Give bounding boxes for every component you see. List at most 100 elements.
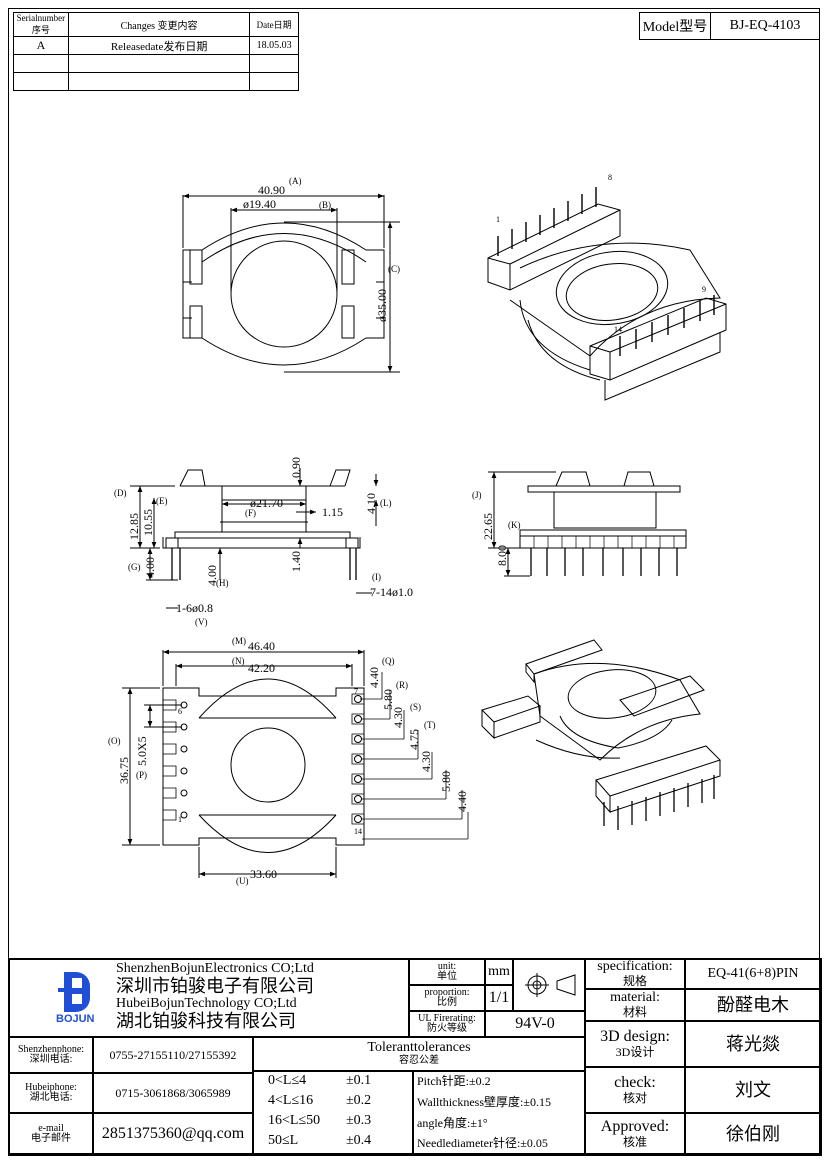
- spec-value: EQ-41(6+8)PIN: [685, 959, 821, 989]
- unit-cn: 单位: [437, 971, 457, 982]
- dim-4-40-q: 4.40: [367, 667, 381, 688]
- title-block: BOJUN ShenzhenBojunElectronics CO;Ltd 深圳…: [8, 958, 822, 1156]
- dim-42-20: 42.20: [248, 661, 275, 675]
- dim-40-90: 40.90: [258, 183, 285, 197]
- technical-drawing: (A) 40.90 ø19.40 (B) (C) ø35.00 1 8: [108, 173, 727, 886]
- email-cn: 电子邮件: [31, 1133, 71, 1144]
- company-cn-2: 湖北铂骏科技有限公司: [116, 1011, 296, 1031]
- dim-4-30-b: 4.30: [419, 751, 433, 772]
- model-label: Model型号: [640, 13, 711, 39]
- dim-8-00: 8.00: [495, 545, 509, 566]
- tol-en: Toleranttolerances: [367, 1040, 471, 1056]
- check-en: check:: [614, 1074, 656, 1092]
- tol-value: ±0.2: [346, 1093, 372, 1108]
- model-value: BJ-EQ-4103: [729, 18, 801, 33]
- side-view: [130, 468, 379, 609]
- tag-v: (V): [195, 617, 208, 627]
- dim-4-75-t: 4.75: [407, 729, 421, 750]
- tag-b: (B): [319, 200, 331, 210]
- mat-cn: 材料: [622, 1005, 647, 1020]
- hb-phone-cn: 湖北电话:: [29, 1092, 73, 1103]
- iso-pin-1: 1: [496, 215, 500, 224]
- note-needle: Needlediameter针径:±0.05: [417, 1136, 548, 1150]
- prop-en: proportion:: [424, 986, 470, 998]
- tol-value: ±0.1: [346, 1073, 372, 1088]
- ul-value: 94V-0: [485, 1011, 585, 1037]
- sz-phone-value: 0755-27155110/27155392: [93, 1037, 253, 1073]
- appr-cn: 核准: [622, 1135, 647, 1150]
- prop-label-cell: proportion: 比例: [409, 985, 485, 1011]
- tol-value: ±0.4: [346, 1133, 372, 1148]
- bottom-view: [122, 649, 469, 878]
- pin-spec-i: 7-14ø1.0: [370, 585, 413, 599]
- tag-t: (T): [424, 720, 436, 730]
- sz-phone-en: Shenzhenphone:: [17, 1043, 85, 1055]
- tol-cn: 容忍公差: [399, 1055, 439, 1067]
- appr-value: 徐伯刚: [685, 1113, 821, 1155]
- unit-label-cell: unit: 单位: [409, 959, 485, 985]
- rev-change: [67, 72, 251, 91]
- company-cn-1: 深圳市铂骏电子有限公司: [116, 976, 314, 996]
- dim-10-55: 10.55: [141, 509, 155, 536]
- dim-46-40: 46.40: [248, 639, 275, 653]
- tag-s: (S): [410, 702, 421, 712]
- pin-6-label: 6: [178, 707, 182, 716]
- rev-header-changes: Changes 变更内容: [67, 12, 251, 37]
- dim-4-40-b: 4.40: [455, 791, 469, 812]
- tolerance-header: Toleranttolerances 容忍公差: [253, 1037, 585, 1071]
- dim-21-70: ø21.70: [250, 496, 283, 510]
- tol-range: 4<L≤16: [268, 1093, 314, 1108]
- tag-d: (D): [114, 488, 127, 498]
- company-cell: BOJUN ShenzhenBojunElectronics CO;Ltd 深圳…: [9, 959, 409, 1037]
- dim-36-75: 36.75: [117, 757, 131, 784]
- pin-14-label: 14: [354, 827, 362, 836]
- note-pitch: Pitch针距:±0.2: [417, 1074, 491, 1088]
- tag-c: (C): [388, 264, 400, 274]
- dim-19-40: ø19.40: [243, 197, 276, 211]
- pin-spec-v: 1-6ø0.8: [176, 601, 213, 615]
- mat-label-cell: material: 材料: [585, 989, 685, 1021]
- appr-label-cell: Approved: 核准: [585, 1113, 685, 1155]
- dim-5-80-b: 5.80: [439, 771, 453, 792]
- tag-n: (N): [232, 656, 245, 666]
- drawing-frame: [8, 8, 820, 1154]
- rev-header-date: Date日期: [249, 12, 299, 37]
- unit-value: mm: [485, 959, 513, 985]
- prop-value: 1/1: [485, 985, 513, 1011]
- bojun-logo: BOJUN: [56, 970, 102, 1026]
- tag-m: (M): [232, 636, 246, 646]
- pin-1-label: 1: [178, 815, 182, 824]
- email-value: 2851375360@qq.com: [93, 1113, 253, 1155]
- dim-4-10: 4.10: [364, 493, 378, 514]
- note-angle: angle角度:±1°: [417, 1116, 488, 1130]
- spec-label-cell: specification: 规格: [585, 959, 685, 989]
- check-label-cell: check: 核对: [585, 1067, 685, 1113]
- dim-0-90: 0.90: [289, 457, 303, 478]
- unit-en: unit:: [437, 960, 457, 972]
- model-box: Model型号 BJ-EQ-4103: [639, 12, 820, 40]
- tolerance-table: 0<L≤4 ±0.1 4<L≤16 ±0.2 16<L≤50 ±0.3 50≤L…: [253, 1071, 413, 1155]
- design-cn: 3D设计: [615, 1045, 655, 1060]
- rev-date: [249, 72, 299, 91]
- tol-range: 16<L≤50: [268, 1113, 321, 1128]
- front-view: [488, 471, 687, 577]
- design-value: 蒋光燚: [685, 1021, 821, 1067]
- top-view: [182, 193, 400, 373]
- iso-pin-9: 9: [702, 285, 706, 294]
- prop-cn: 比例: [437, 997, 457, 1008]
- pin-7-label: 7: [354, 687, 358, 696]
- dim-35-00: ø35.00: [375, 289, 389, 322]
- dim-5-80-r: 5.80: [381, 689, 395, 710]
- tag-e: (E): [156, 496, 168, 506]
- email-label-cell: e-mail 电子邮件: [9, 1113, 93, 1155]
- check-cn: 核对: [622, 1091, 647, 1106]
- tag-q: (Q): [382, 656, 395, 666]
- tag-k: (K): [508, 520, 521, 530]
- design-label-cell: 3D design: 3D设计: [585, 1021, 685, 1067]
- company-en-1: ShenzhenBojunElectronics CO;Ltd: [116, 961, 314, 976]
- sz-phone-cn: 深圳电话:: [29, 1054, 73, 1065]
- hb-phone-label-cell: Hubeiphone: 湖北电话:: [9, 1073, 93, 1113]
- dim-5x5: 5.0X5: [135, 736, 149, 766]
- tag-h: (H): [216, 578, 229, 588]
- ul-en: UL Firerating:: [418, 1012, 476, 1024]
